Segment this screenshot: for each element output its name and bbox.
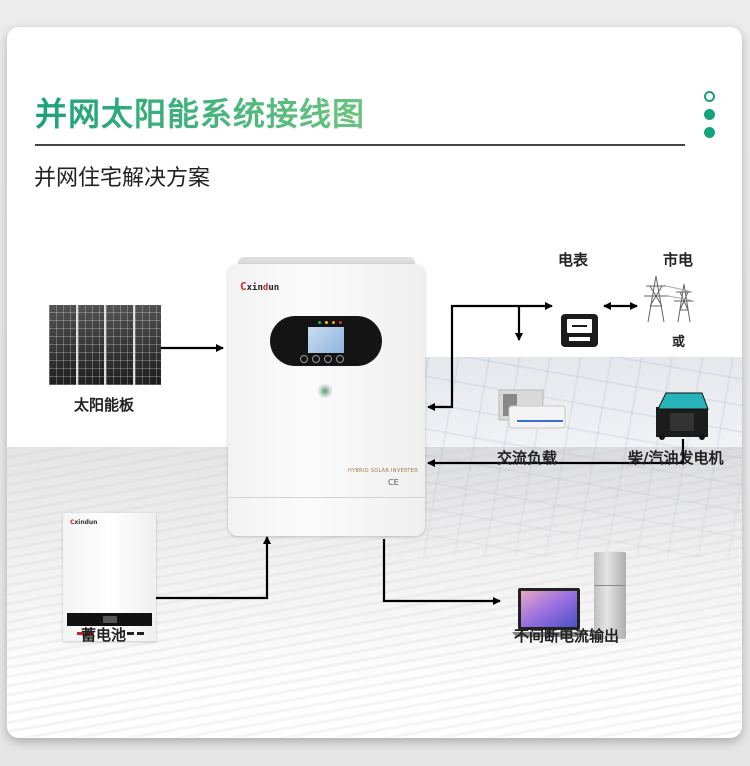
electric-meter-icon <box>561 314 598 347</box>
decorative-dots <box>704 91 716 145</box>
page-subtitle: 并网住宅解决方案 <box>34 166 211 191</box>
ups-output-label: 不间断电流输出 <box>514 627 620 645</box>
brand-logo: Cxindun <box>240 280 280 293</box>
battery-icon: Cxindun <box>63 513 156 641</box>
ac-load-label: 交流负载 <box>497 449 558 467</box>
meter-label: 电表 <box>558 251 589 269</box>
inverter-icon: Cxindun HYBRID SOLAR INVERTER CE <box>228 257 425 536</box>
title-divider <box>35 144 685 146</box>
air-conditioner-icon <box>498 389 566 429</box>
generator-icon <box>656 392 709 440</box>
solar-panel-icon <box>49 305 161 385</box>
dot-filled-icon <box>704 109 715 120</box>
generator-label: 柴/汽油发电机 <box>628 449 724 467</box>
power-switch-icon <box>318 384 332 398</box>
dot-filled-icon <box>704 127 715 138</box>
dot-outline-icon <box>704 91 715 102</box>
or-text: 或 <box>672 335 686 350</box>
inverter-model: HYBRID SOLAR INVERTER <box>348 468 419 474</box>
refrigerator-icon <box>594 552 626 639</box>
grid-label: 市电 <box>663 251 694 269</box>
diagram-card: 并网太阳能系统接线图 并网住宅解决方案 太阳能板 <box>7 27 742 738</box>
page-title: 并网太阳能系统接线图 <box>35 89 365 135</box>
power-tower-icon <box>644 275 695 323</box>
ce-mark: CE <box>388 478 399 487</box>
laptop-icon <box>512 588 586 637</box>
solar-panel-label: 太阳能板 <box>74 396 135 414</box>
inverter-display <box>270 316 382 366</box>
battery-label: 蓄电池 <box>81 626 127 644</box>
